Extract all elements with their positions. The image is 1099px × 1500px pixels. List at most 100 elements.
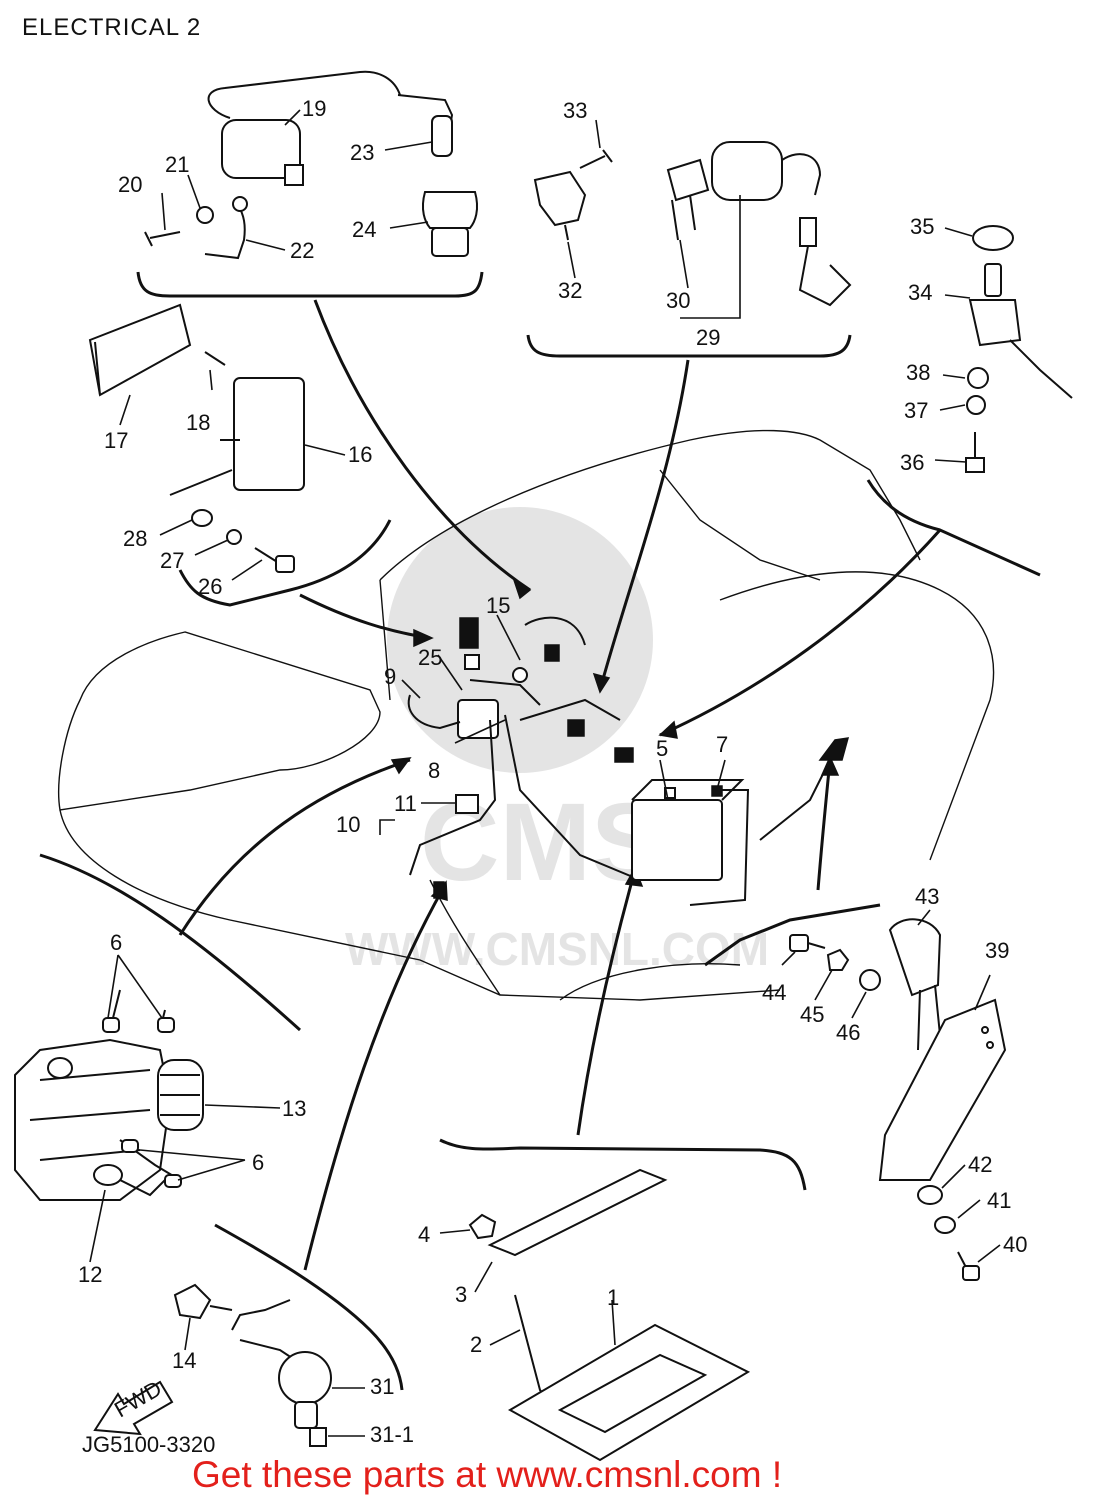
washer-42	[917, 1185, 943, 1205]
wire-15	[524, 616, 586, 646]
callout-21: 21	[165, 152, 189, 177]
callout-25: 25	[418, 645, 442, 670]
ignition-switch-group	[533, 141, 852, 319]
callout-42: 42	[968, 1152, 992, 1177]
fuse-25	[459, 617, 479, 649]
connector-11	[455, 794, 479, 814]
callout-45: 45	[800, 1002, 824, 1027]
callout-8: 8	[428, 758, 440, 783]
callout-40: 40	[1003, 1232, 1027, 1257]
battery	[631, 799, 723, 881]
terminal-7	[711, 785, 723, 797]
callout-30: 30	[666, 288, 690, 313]
cdi-unit-group	[88, 303, 305, 573]
callout-6-upper: 6	[110, 930, 122, 955]
bracket-39	[878, 998, 1007, 1181]
harness-10	[409, 719, 497, 876]
callout-24: 24	[352, 217, 376, 242]
cdi-unit-16	[233, 377, 305, 491]
switch-32	[533, 170, 587, 227]
screw-33	[579, 149, 613, 169]
watermark: CMS WWW.CMSNL.COM	[345, 507, 769, 975]
callout-3: 3	[455, 1282, 467, 1307]
callout-35: 35	[910, 214, 934, 239]
fwd-arrow	[93, 1380, 174, 1436]
callout-5: 5	[656, 736, 668, 761]
page-title: ELECTRICAL 2	[22, 14, 202, 41]
callout-13: 13	[282, 1096, 306, 1121]
clamp-14	[173, 1283, 212, 1320]
watermark-logo-ring	[387, 507, 653, 773]
washer-21	[196, 206, 214, 224]
callout-10: 10	[336, 812, 360, 837]
ignition-coil-group	[144, 70, 479, 260]
callout-12: 12	[78, 1262, 102, 1287]
engine-block	[14, 1038, 172, 1201]
callout-labels: 19 23 24 20 21 22 33 32 30 29 35 34 38 3…	[78, 96, 1027, 1447]
callout-28: 28	[123, 526, 147, 551]
bracket-17	[88, 303, 192, 397]
battery-cover-3	[487, 1168, 668, 1257]
callout-6-lower: 6	[252, 1150, 264, 1175]
callout-34: 34	[908, 280, 932, 305]
callout-20: 20	[118, 172, 142, 197]
center-harness-group	[407, 616, 850, 906]
key-30	[666, 158, 710, 202]
group-brackets	[39, 271, 1041, 1391]
kill-switch-group: FWD	[93, 1283, 332, 1447]
washer-28	[191, 509, 213, 527]
callout-leaders	[89, 109, 1001, 1437]
watermark-url: WWW.CMSNL.COM	[345, 923, 769, 975]
callout-41: 41	[987, 1188, 1011, 1213]
battery-tray-1	[507, 1323, 751, 1462]
callout-27: 27	[160, 548, 184, 573]
callout-2: 2	[470, 1332, 482, 1357]
washer-41	[934, 1216, 956, 1234]
promo-banner-link[interactable]: Get these parts at www.cmsnl.com !	[192, 1454, 783, 1495]
callout-14: 14	[172, 1348, 196, 1373]
callout-16: 16	[348, 442, 372, 467]
drawing-code: JG5100-3320	[82, 1432, 216, 1457]
switch-wire	[231, 1299, 296, 1361]
callout-31-1: 31-1	[370, 1422, 414, 1447]
callout-29: 29	[696, 325, 720, 350]
sender-34	[984, 263, 1002, 297]
washer-46	[859, 969, 881, 991]
callout-23: 23	[350, 140, 374, 165]
callout-4: 4	[418, 1222, 430, 1247]
ignition-coil-19	[221, 119, 301, 179]
sender-unit-group	[965, 225, 1073, 473]
callout-18: 18	[186, 410, 210, 435]
callout-46: 46	[836, 1020, 860, 1045]
callout-26: 26	[198, 574, 222, 599]
bolt-44	[789, 934, 809, 952]
vehicle-chassis-outline	[58, 429, 995, 1001]
main-switch-29	[711, 141, 783, 201]
callout-17: 17	[104, 428, 128, 453]
bolt-18	[204, 351, 226, 366]
o-ring-35	[972, 225, 1014, 251]
callout-39: 39	[985, 938, 1009, 963]
callout-38: 38	[906, 360, 930, 385]
callout-36: 36	[900, 450, 924, 475]
callout-9: 9	[384, 664, 396, 689]
washer-38	[967, 367, 989, 389]
callout-19: 19	[302, 96, 326, 121]
callout-11: 11	[394, 791, 417, 816]
battery-holder-group	[468, 1168, 751, 1462]
washer-27	[226, 529, 242, 545]
plug-boot-24	[421, 191, 479, 229]
engine-ignition-group	[14, 989, 204, 1201]
sensor-43	[888, 918, 942, 997]
push-switch-31	[278, 1351, 332, 1405]
washer-37	[966, 395, 986, 415]
nut-4	[468, 1213, 497, 1240]
callout-15: 15	[486, 593, 510, 618]
spark-plug-cap-23	[431, 115, 453, 157]
bolt-20	[144, 231, 181, 247]
callout-33: 33	[563, 98, 587, 123]
callout-44: 44	[762, 980, 786, 1005]
switch-body-31-1	[309, 1427, 327, 1447]
ground-12	[93, 1164, 123, 1186]
